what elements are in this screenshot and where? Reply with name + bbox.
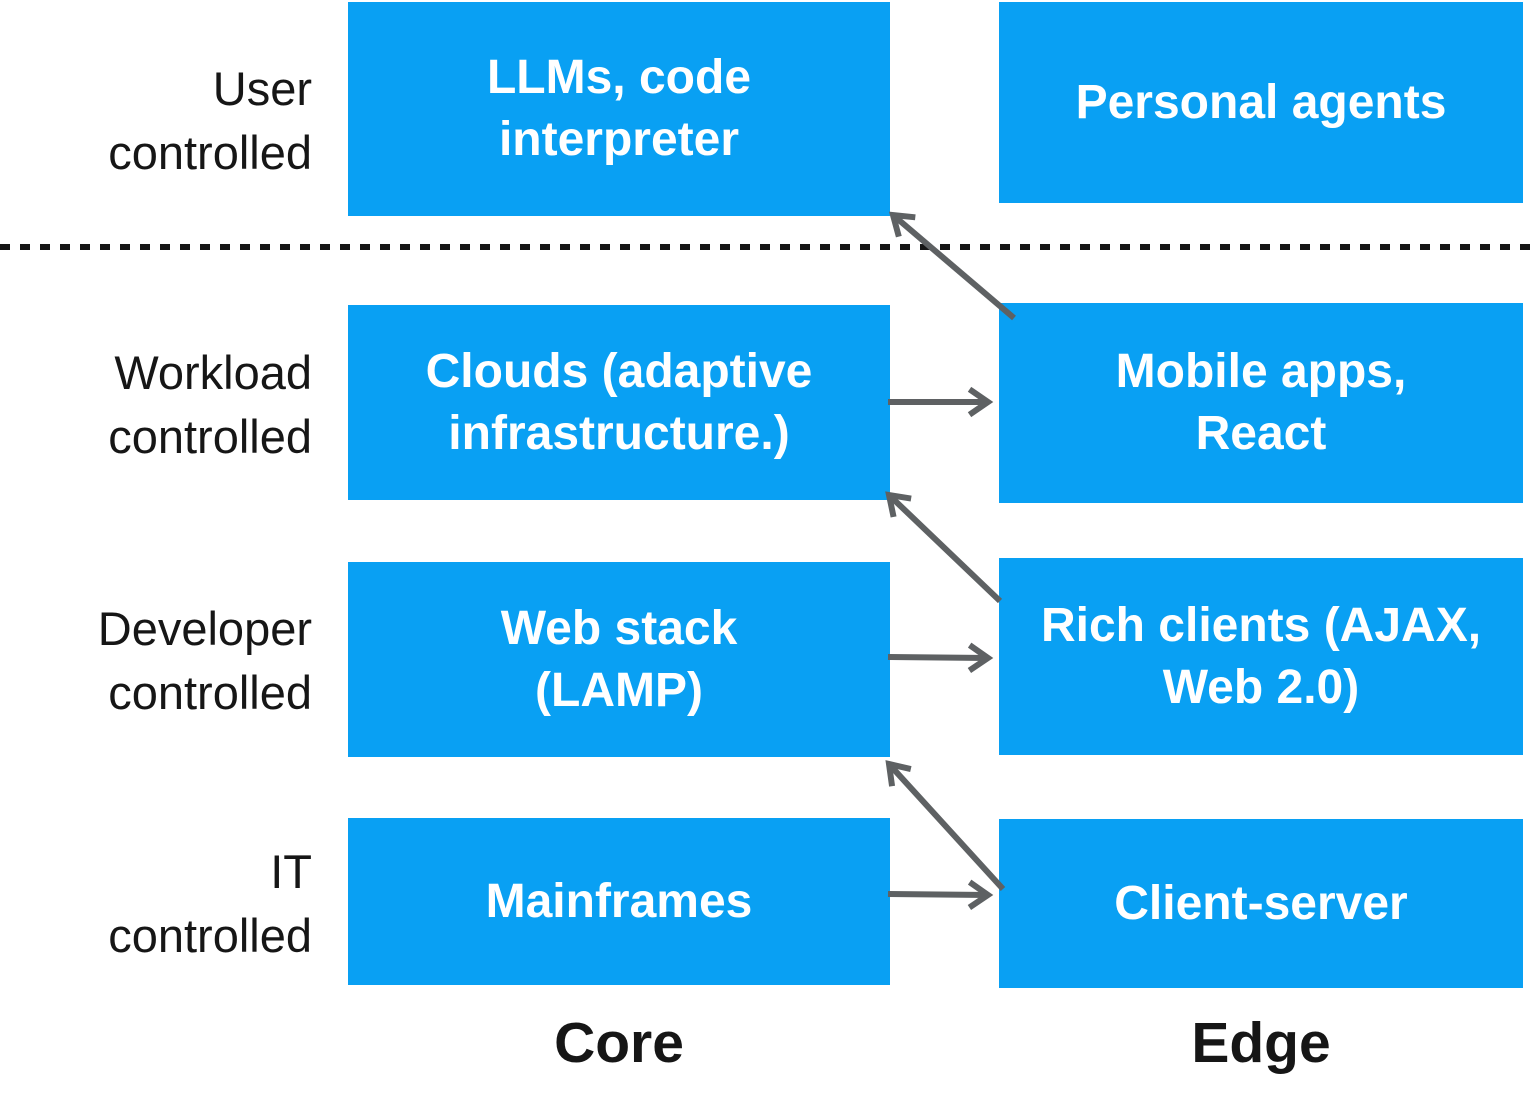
- box-core-llms-code-interpreter: LLMs, code interpreter: [348, 2, 890, 216]
- row-label-it-controlled: IT controlled: [108, 845, 312, 962]
- arrow-mobile-apps-to-llms: [888, 211, 1016, 321]
- arrow-web-stack-to-rich-clients: [887, 642, 994, 674]
- box-core-web-stack-lamp: Web stack (LAMP): [348, 562, 890, 757]
- column-label-core: Core: [554, 1011, 684, 1075]
- column-label-edge: Edge: [1191, 1011, 1331, 1075]
- box-edge-personal-agents: Personal agents: [999, 2, 1523, 203]
- arrow-mainframes-to-client-server: [887, 879, 994, 911]
- row-label-workload-controlled: Workload controlled: [108, 346, 312, 463]
- box-edge-mobile-apps-react: Mobile apps, React: [999, 303, 1523, 503]
- row-label-developer-controlled: Developer controlled: [97, 602, 312, 719]
- box-edge-client-server: Client-server: [999, 819, 1523, 988]
- arrow-client-server-to-web-stack: [885, 760, 1006, 892]
- box-edge-rich-clients-ajax: Rich clients (AJAX, Web 2.0): [999, 558, 1523, 755]
- box-core-mainframes: Mainframes: [348, 818, 890, 985]
- row-label-user-controlled: User controlled: [108, 62, 312, 179]
- box-core-clouds-adaptive-infrastructure: Clouds (adaptive infrastructure.): [348, 305, 890, 500]
- user-control-divider-dashed-line: [0, 244, 1536, 250]
- arrow-rich-clients-to-clouds: [885, 491, 1003, 604]
